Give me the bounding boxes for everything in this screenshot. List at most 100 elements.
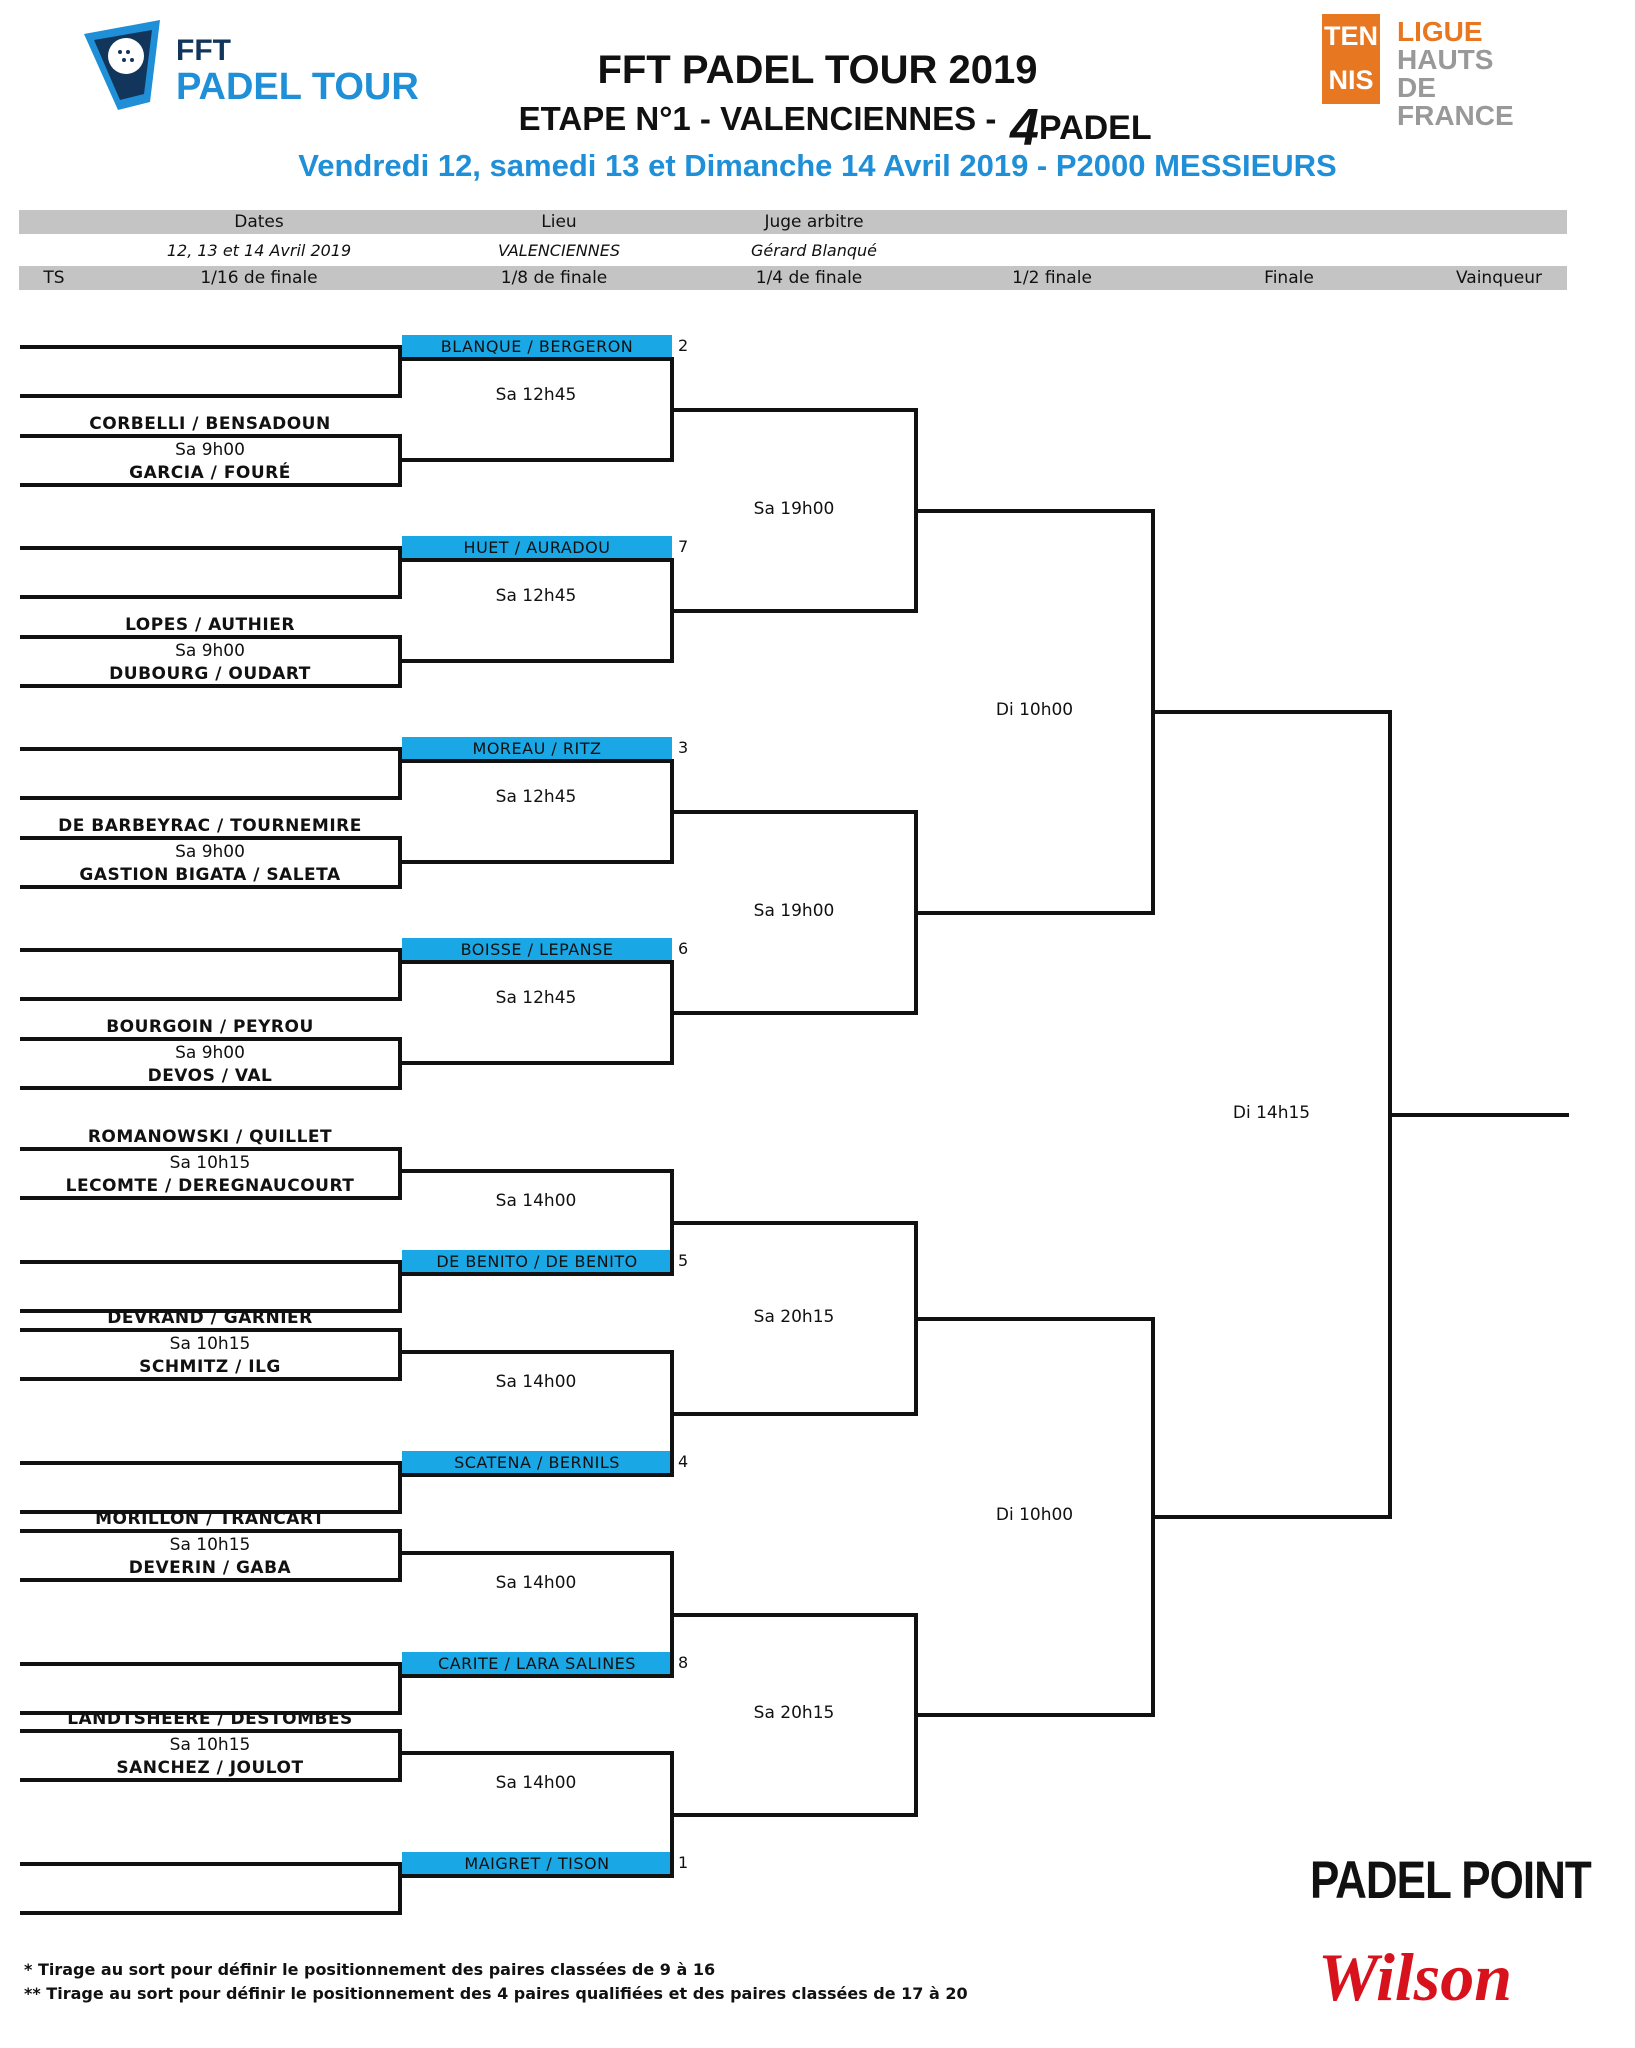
r8-match-time: Sa 12h45 (495, 385, 577, 405)
r16-bottom-line (20, 1377, 402, 1381)
sf-winner-line (1153, 1515, 1392, 1519)
dates-label: Dates (234, 212, 284, 232)
r16-team-top: ROMANOWSKI / QUILLET (87, 1127, 333, 1147)
r8-match-time: Sa 12h45 (495, 787, 577, 807)
bye-top-line (20, 1862, 402, 1866)
lieu-value: VALENCIENNES (498, 241, 620, 260)
ligue-line1: LIGUE (1397, 16, 1483, 47)
tennis-logo-bottom: NIS (1328, 65, 1374, 95)
r16-top-line (20, 1037, 402, 1041)
r16-team-bottom: SCHMITZ / ILG (139, 1357, 281, 1377)
r16-team-bottom: DUBOURG / OUDART (109, 664, 311, 684)
r16-top-line (20, 635, 402, 639)
seeded-pair: DE BENITO / DE BENITO (402, 1250, 672, 1274)
r8-match-time: Sa 14h00 (495, 1372, 577, 1392)
r16-team-top: DE BARBEYRAC / TOURNEMIRE (58, 816, 362, 836)
padel-point-logo: PADEL POINT (1310, 1851, 1592, 1910)
r16-match-time: Sa 10h15 (169, 1535, 251, 1555)
bye-bracket-line (398, 950, 402, 1001)
ligue-line2: HAUTS (1397, 44, 1494, 75)
r8-winner-line (672, 408, 918, 412)
bye-bracket-line (398, 1664, 402, 1715)
seed-number: 6 (678, 939, 689, 958)
r16-top-line (20, 1729, 402, 1733)
seed-number: 3 (678, 738, 689, 757)
r16-winner-line (400, 1350, 674, 1354)
padel-racket-icon (84, 20, 160, 110)
r8-match-time: Sa 12h45 (495, 586, 577, 606)
r16-top-line (20, 1328, 402, 1332)
seed-line (400, 759, 674, 763)
bye-bottom-line (20, 394, 402, 398)
seed-line (400, 1473, 674, 1477)
seed-number: 2 (678, 336, 689, 355)
sf-label: 1/2 finale (1012, 268, 1092, 288)
info-header-bar: Dates Lieu Juge arbitre (19, 210, 1567, 234)
4padel-word: PADEL (1038, 109, 1152, 147)
r16-top-line (20, 1147, 402, 1151)
r16-match-time: Sa 10h15 (169, 1153, 251, 1173)
winner-label: Vainqueur (1455, 268, 1542, 288)
wilson-logo: Wilson (1318, 1939, 1513, 2015)
bye-top-line (20, 1662, 402, 1666)
bye-top-line (20, 948, 402, 952)
qf-label: 1/4 de finale (755, 268, 863, 288)
qf-match-time: Sa 19h00 (753, 499, 835, 519)
lieu-label: Lieu (541, 212, 577, 232)
rounds-header-bar: TS 1/16 de finale 1/8 de finale 1/4 de f… (19, 266, 1567, 290)
sf-match-time: Di 10h00 (995, 700, 1074, 720)
r16-winner-line (400, 458, 674, 462)
etape-text: ETAPE N°1 - VALENCIENNES - (518, 100, 997, 137)
bye-bracket-line (398, 548, 402, 599)
r8-winner-line (672, 1221, 918, 1225)
seed-number: 8 (678, 1653, 689, 1672)
seed-line (400, 1272, 674, 1276)
seed-line (400, 1674, 674, 1678)
final-label: Finale (1264, 268, 1314, 288)
final-match-time: Di 14h15 (1232, 1103, 1311, 1123)
r16-team-bottom: GARCIA / FOURÉ (129, 463, 291, 483)
seeded-pair: MOREAU / RITZ (402, 737, 672, 761)
seed-number: 1 (678, 1853, 689, 1872)
bye-bracket-line (398, 347, 402, 398)
bye-bottom-line (20, 796, 402, 800)
r16-match-time: Sa 10h15 (169, 1334, 251, 1354)
fft-logo-line2: PADEL TOUR (176, 66, 419, 108)
seeded-pair: CARITE / LARA SALINES (402, 1652, 672, 1676)
r16-bottom-line (20, 885, 402, 889)
r16-match-time: Sa 9h00 (175, 1043, 245, 1063)
bye-top-line (20, 546, 402, 550)
qf-winner-line (916, 509, 1155, 513)
r16-match-time: Sa 10h15 (169, 1735, 251, 1755)
r16-team-bottom: LECOMTE / DEREGNAUCOURT (65, 1176, 355, 1196)
bye-top-line (20, 747, 402, 751)
fft-logo-line1: FFT (176, 34, 231, 67)
r16-team-bottom: SANCHEZ / JOULOT (116, 1758, 304, 1778)
seeded-pair: SCATENA / BERNILS (402, 1451, 672, 1475)
r16-label: 1/16 de finale (200, 268, 318, 288)
r16-bottom-line (20, 1086, 402, 1090)
bye-bottom-line (20, 1309, 402, 1313)
juge-label: Juge arbitre (764, 212, 864, 232)
r16-bottom-line (20, 483, 402, 487)
seed-line (400, 1874, 674, 1878)
seeded-pair: MAIGRET / TISON (402, 1852, 672, 1876)
r16-bottom-line (20, 1578, 402, 1582)
seeded-pair: HUET / AURADOU (402, 536, 672, 560)
r16-match-time: Sa 9h00 (175, 842, 245, 862)
r16-winner-line (400, 1551, 674, 1555)
bye-top-line (20, 1461, 402, 1465)
seed-number: 4 (678, 1452, 689, 1471)
etape-title: ETAPE N°1 - VALENCIENNES - (0, 100, 1575, 138)
r16-bottom-line (20, 1196, 402, 1200)
bye-bracket-line (398, 1262, 402, 1313)
seed-line (400, 357, 674, 361)
r8-match-time: Sa 14h00 (495, 1191, 577, 1211)
r16-team-top: LOPES / AUTHIER (125, 615, 295, 635)
qf-winner-line (916, 1713, 1155, 1717)
info-values-row: 12, 13 et 14 Avril 2019 VALENCIENNES Gér… (19, 236, 1567, 264)
seed-number: 7 (678, 537, 689, 556)
r16-team-top: MORILLON / TRANCART (95, 1509, 325, 1529)
r16-winner-line (400, 1061, 674, 1065)
bye-top-line (20, 1260, 402, 1264)
